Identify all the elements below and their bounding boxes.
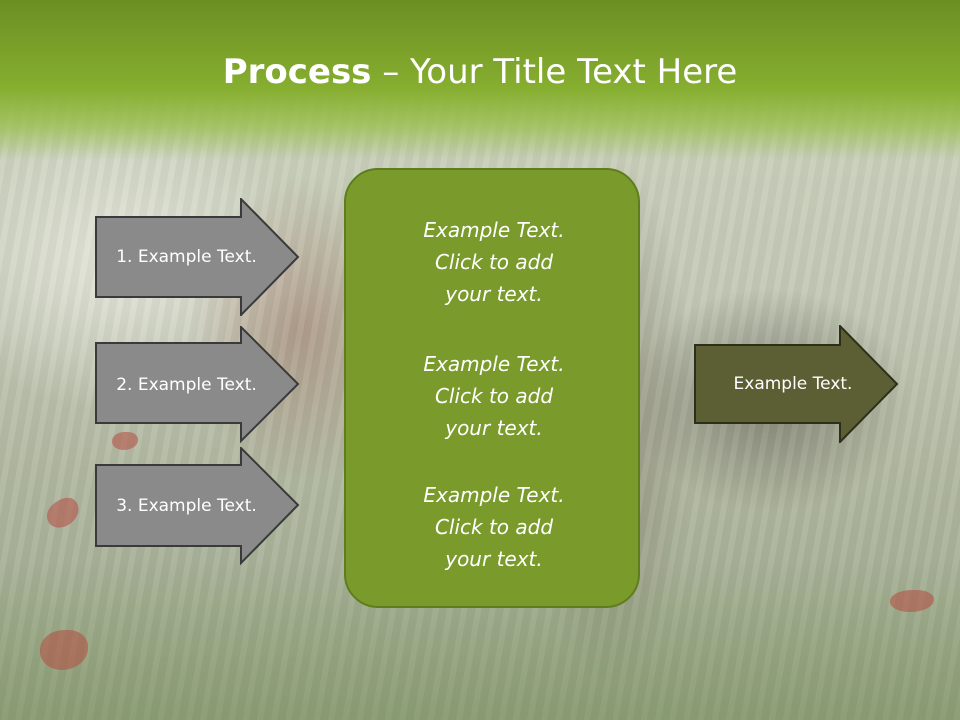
process-step-arrow-1[interactable]: 1. Example Text. <box>95 198 300 316</box>
paragraph-line: Example Text. <box>423 218 565 242</box>
title-bar <box>0 0 960 160</box>
paragraph-line: your text. <box>445 416 543 440</box>
title-bold: Process <box>222 52 372 92</box>
petal-decoration <box>890 590 934 612</box>
arrow-shape <box>95 326 300 444</box>
step-label-1: 1. Example Text. <box>116 247 257 267</box>
slide-title[interactable]: Process – Your Title Text Here <box>0 52 960 92</box>
center-paragraph-1: Example Text. Click to add your text. <box>346 214 642 310</box>
petal-decoration <box>112 432 138 450</box>
paragraph-line: your text. <box>445 282 543 306</box>
paragraph-line: Example Text. <box>423 483 565 507</box>
paragraph-line: Click to add <box>434 384 554 408</box>
paragraph-line: Click to add <box>434 515 554 539</box>
process-step-arrow-3[interactable]: 3. Example Text. <box>95 447 300 565</box>
arrow-shape <box>694 325 899 443</box>
step-label-2: 2. Example Text. <box>116 375 257 395</box>
arrow-shape <box>95 447 300 565</box>
petal-decoration <box>40 630 88 670</box>
title-rest: – Your Title Text Here <box>371 52 738 92</box>
paragraph-line: your text. <box>445 547 543 571</box>
center-text-box[interactable]: Example Text. Click to add your text. Ex… <box>344 168 640 608</box>
paragraph-line: Click to add <box>434 250 554 274</box>
result-label: Example Text. <box>733 374 853 394</box>
arrow-shape <box>95 198 300 316</box>
center-paragraph-3: Example Text. Click to add your text. <box>346 479 642 575</box>
step-label-3: 3. Example Text. <box>116 496 257 516</box>
result-arrow[interactable]: Example Text. <box>694 325 899 443</box>
paragraph-line: Example Text. <box>423 352 565 376</box>
process-step-arrow-2[interactable]: 2. Example Text. <box>95 326 300 444</box>
center-paragraph-2: Example Text. Click to add your text. <box>346 348 642 444</box>
